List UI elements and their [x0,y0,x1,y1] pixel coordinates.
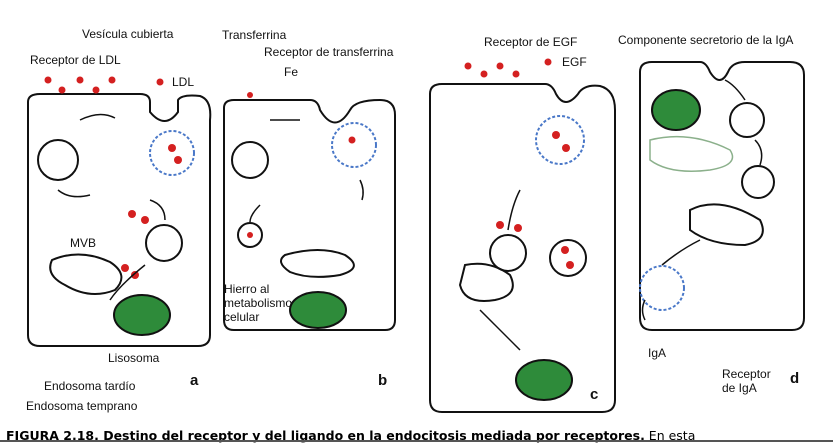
cell-d-outline [639,61,805,331]
label-early-endosome: Endosoma temprano [26,399,138,413]
panel-letter-d: d [790,370,800,387]
label-egf-receptor: Receptor de EGF [484,35,578,49]
label-fe: Fe [284,65,299,79]
label-coated-vesicle: Vesícula cubierta [82,27,174,41]
lysosomes [113,89,701,401]
ligand-dots [44,58,574,279]
label-iron-3: celular [224,310,260,324]
label-mvb: MVB [70,236,97,250]
label-ldl: LDL [172,75,195,89]
panel-letter-c: c [590,386,599,403]
arrows [57,79,763,351]
label-lysosome: Lisosoma [108,351,160,365]
label-iga-receptor-1: Receptor [722,367,771,381]
label-transferrin-receptor: Receptor de transferrina [264,45,394,59]
label-iron-2: metabolismo [224,296,293,310]
label-transferrin: Transferrina [222,28,287,42]
label-late-endosome: Endosoma tardío [44,379,136,393]
caption-title: FIGURA 2.18. Destino del receptor y del … [6,428,645,443]
label-iron-1: Hierro al [224,282,270,296]
label-egf: EGF [562,55,587,69]
panel-letter-a: a [190,372,199,389]
label-secretory-component: Componente secretorio de la IgA [618,33,794,47]
divider [0,440,833,442]
label-iga: IgA [648,346,667,360]
label-iga-receptor-2: de IgA [722,381,757,395]
caption-text: En esta [644,428,696,443]
cell-b-outline [223,98,396,331]
panel-letter-b: b [378,372,388,389]
cell-c-outline [429,83,616,413]
vesicle-a1 [37,139,79,181]
cell-a-outline [27,93,212,347]
figure-caption: FIGURA 2.18. Destino del receptor y del … [6,428,695,443]
label-ldl-receptor: Receptor de LDL [30,53,121,67]
